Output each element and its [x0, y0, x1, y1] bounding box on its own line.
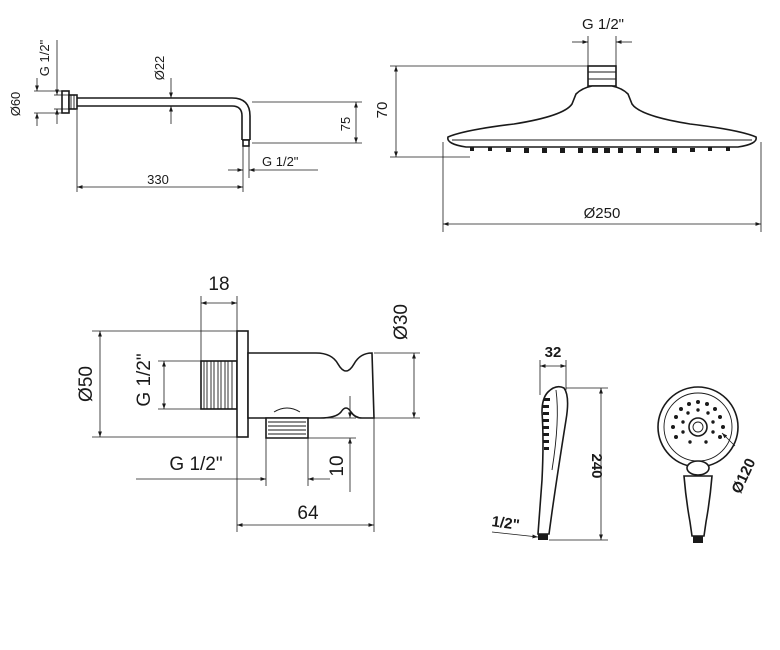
hand-shower-front-thread	[693, 536, 703, 543]
hand-shower-side-drawing: 32 240 1/2"	[491, 344, 608, 541]
outlet-flange-diameter-label: Ø50	[76, 366, 97, 402]
hand-shower-front-handle	[683, 475, 713, 537]
arm-wall-thread	[68, 94, 78, 110]
outlet-flange-width-label: 18	[208, 274, 229, 295]
hand-shower-front-drawing: Ø120	[657, 386, 759, 543]
wall-outlet-drawing: 18 Ø30 Ø50 G 1/2" G 1/2" 10 64	[76, 274, 420, 532]
arm-outlet-thread-label: G 1/2"	[262, 154, 299, 169]
outlet-holder-diameter-label: Ø30	[391, 304, 412, 340]
arm-drop-label: 75	[338, 117, 353, 131]
head-shower-drawing: G 1/2" 70 Ø250	[374, 16, 762, 232]
head-connector	[587, 65, 617, 87]
hand-thread-label: 1/2"	[491, 513, 521, 534]
hand-shower-side-body	[537, 385, 569, 535]
outlet-depth-label: 64	[297, 503, 319, 524]
head-nozzles	[470, 147, 730, 153]
outlet-bottom-thread-label: G 1/2"	[169, 454, 222, 475]
arm-outlet-thread	[242, 139, 250, 147]
head-thread-label: G 1/2"	[582, 16, 624, 33]
arm-wall-thread-label: G 1/2"	[37, 39, 52, 76]
head-shower-body	[447, 85, 757, 148]
hand-shower-side-nozzles	[543, 398, 550, 450]
outlet-bottom-thread	[265, 417, 309, 439]
arm-length-label: 330	[147, 172, 169, 187]
hand-face-diameter-label: Ø120	[728, 456, 759, 496]
outlet-inlet-thread-label: G 1/2"	[134, 353, 155, 406]
arm-tube-diameter-label: Ø22	[152, 56, 167, 81]
hand-shower-center-disc	[688, 417, 708, 437]
shower-arm-drawing: Ø60 G 1/2" Ø22 75 G 1/2" 330	[8, 39, 362, 192]
arm-flange-diameter-label: Ø60	[8, 92, 23, 117]
outlet-offset-label: 10	[327, 455, 348, 476]
arm-flange	[61, 90, 70, 114]
head-diameter-label: Ø250	[584, 205, 621, 222]
arm-tube	[77, 97, 251, 140]
head-height-label: 70	[374, 102, 391, 119]
outlet-flange	[236, 330, 249, 438]
hand-shower-front-nozzles	[671, 400, 725, 444]
hand-shower-button	[686, 460, 710, 476]
hand-shower-side-thread	[538, 534, 548, 540]
hand-thickness-label: 32	[545, 344, 562, 361]
outlet-holder-body	[247, 352, 375, 419]
hand-length-label: 240	[588, 453, 605, 478]
